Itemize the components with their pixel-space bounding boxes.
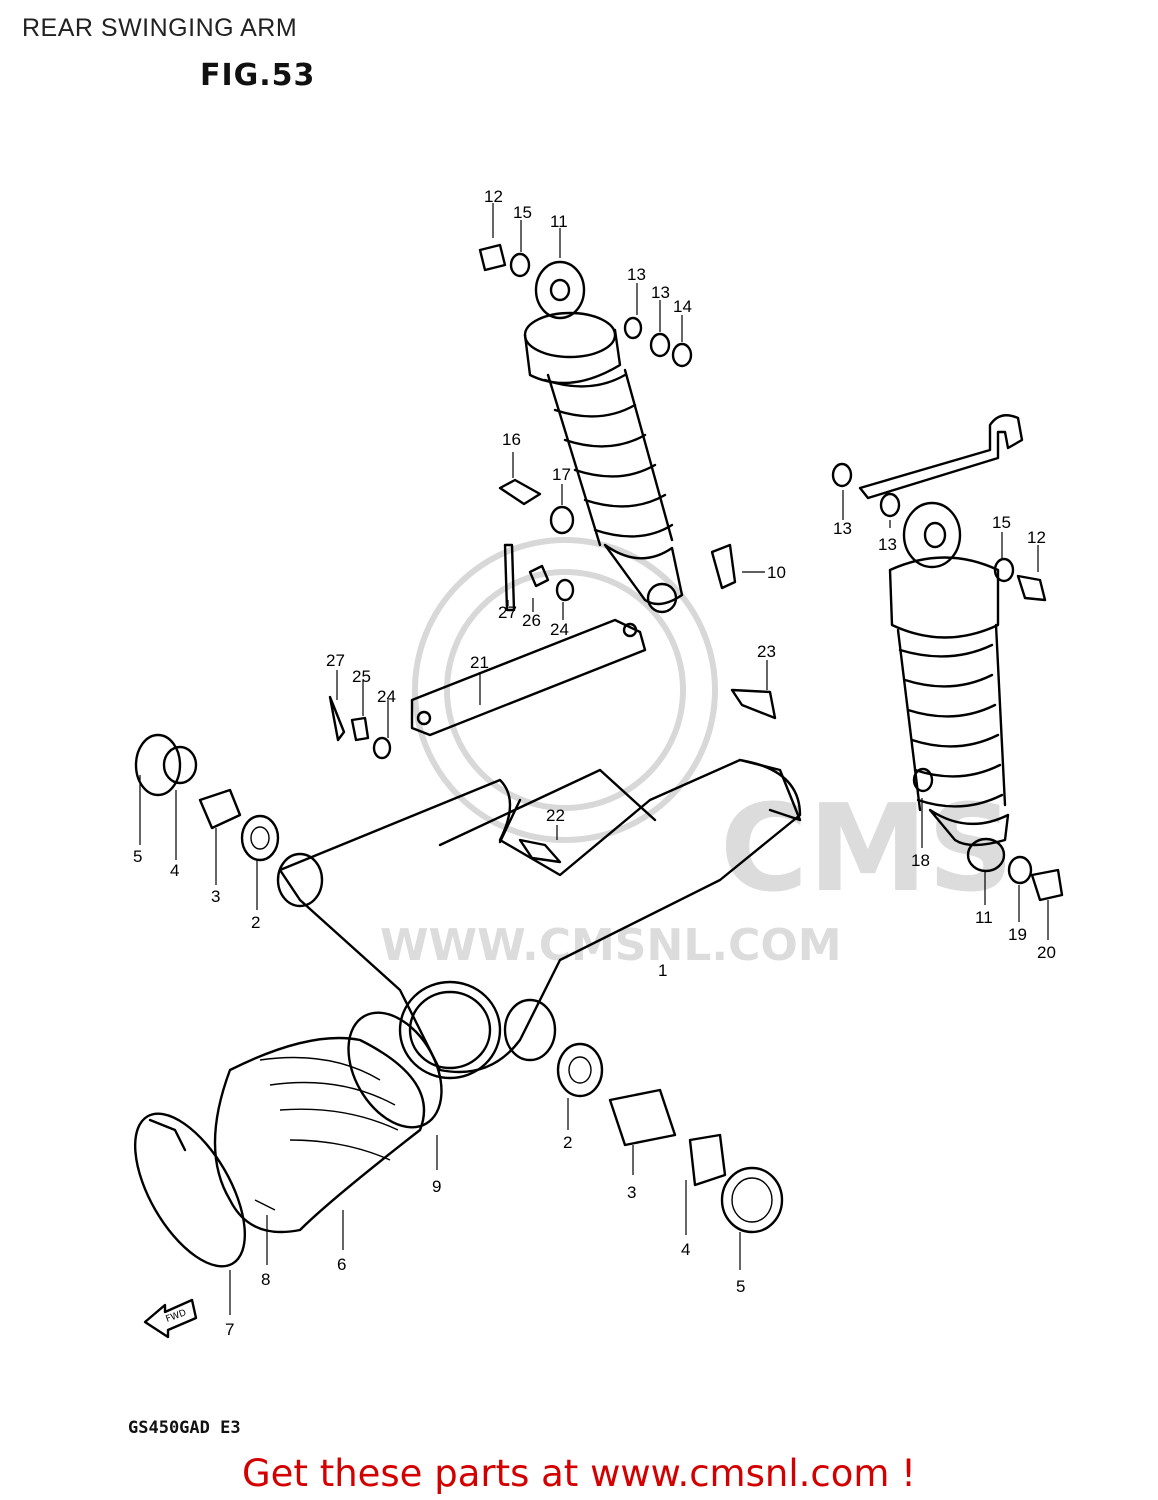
pivot-parts-right — [556, 1042, 784, 1234]
callout-9: 9 — [432, 1177, 441, 1196]
callout-27: 27 — [326, 651, 345, 670]
callout-11: 11 — [550, 212, 568, 231]
callout-27: 27 — [498, 603, 517, 622]
leader-lines — [139, 203, 1049, 1315]
callout-13: 13 — [651, 283, 670, 302]
callout-4: 4 — [681, 1240, 690, 1259]
forward-arrow-icon: FWD — [143, 1298, 198, 1339]
rear-shock-absorber-right — [888, 501, 1010, 873]
fasteners — [328, 243, 1064, 902]
watermark-url: WWW.CMSNL.COM — [380, 920, 842, 971]
cms-watermark: CMS WWW.CMSNL.COM — [380, 537, 1014, 971]
boot-clamp — [133, 1112, 276, 1268]
callout-18: 18 — [911, 851, 930, 870]
model-code: GS450GAD E3 — [128, 1418, 241, 1438]
torque-rod — [410, 618, 647, 737]
callout-2: 2 — [251, 913, 260, 932]
callout-13: 13 — [833, 519, 852, 538]
callout-12: 12 — [484, 187, 503, 206]
callout-22: 22 — [546, 806, 565, 825]
callout-14: 14 — [673, 297, 692, 316]
callout-3: 3 — [627, 1183, 636, 1202]
callout-12: 12 — [1027, 528, 1046, 547]
page-title: REAR SWINGING ARM — [22, 14, 298, 42]
callout-16: 16 — [502, 430, 521, 449]
callout-7: 7 — [225, 1320, 234, 1339]
callout-13: 13 — [627, 265, 646, 284]
parts-link[interactable]: Get these parts at www.cmsnl.com ! — [241, 1452, 916, 1495]
callout-24: 24 — [550, 620, 569, 639]
callout-21: 21 — [470, 653, 489, 672]
callout-15: 15 — [513, 203, 532, 222]
callout-8: 8 — [261, 1270, 270, 1289]
callout-labels: 12 15 11 13 13 14 16 17 10 27 26 24 23 2… — [133, 187, 1056, 1339]
shock-bracket — [858, 414, 1024, 500]
callout-5: 5 — [736, 1277, 745, 1296]
callout-19: 19 — [1008, 925, 1027, 944]
callout-20: 20 — [1037, 943, 1056, 962]
callout-25: 25 — [352, 667, 371, 686]
pivot-parts-left — [134, 733, 280, 862]
callout-23: 23 — [757, 642, 776, 661]
callout-2: 2 — [563, 1133, 572, 1152]
callout-15: 15 — [992, 513, 1011, 532]
callout-6: 6 — [337, 1255, 346, 1274]
watermark-brand: CMS — [720, 780, 1014, 919]
callout-26: 26 — [522, 611, 541, 630]
rubber-boot — [213, 1011, 443, 1234]
callout-5: 5 — [133, 847, 142, 866]
callout-3: 3 — [211, 887, 220, 906]
callout-11: 11 — [975, 908, 993, 927]
callout-1: 1 — [658, 961, 667, 980]
callout-24: 24 — [377, 687, 396, 706]
callout-10: 10 — [767, 563, 786, 582]
rear-shock-absorber-left — [523, 260, 684, 614]
callout-13: 13 — [878, 535, 897, 554]
callout-17: 17 — [552, 465, 571, 484]
figure-label: FIG.53 — [200, 58, 316, 93]
swing-arm — [276, 758, 802, 1080]
callout-4: 4 — [170, 861, 179, 880]
